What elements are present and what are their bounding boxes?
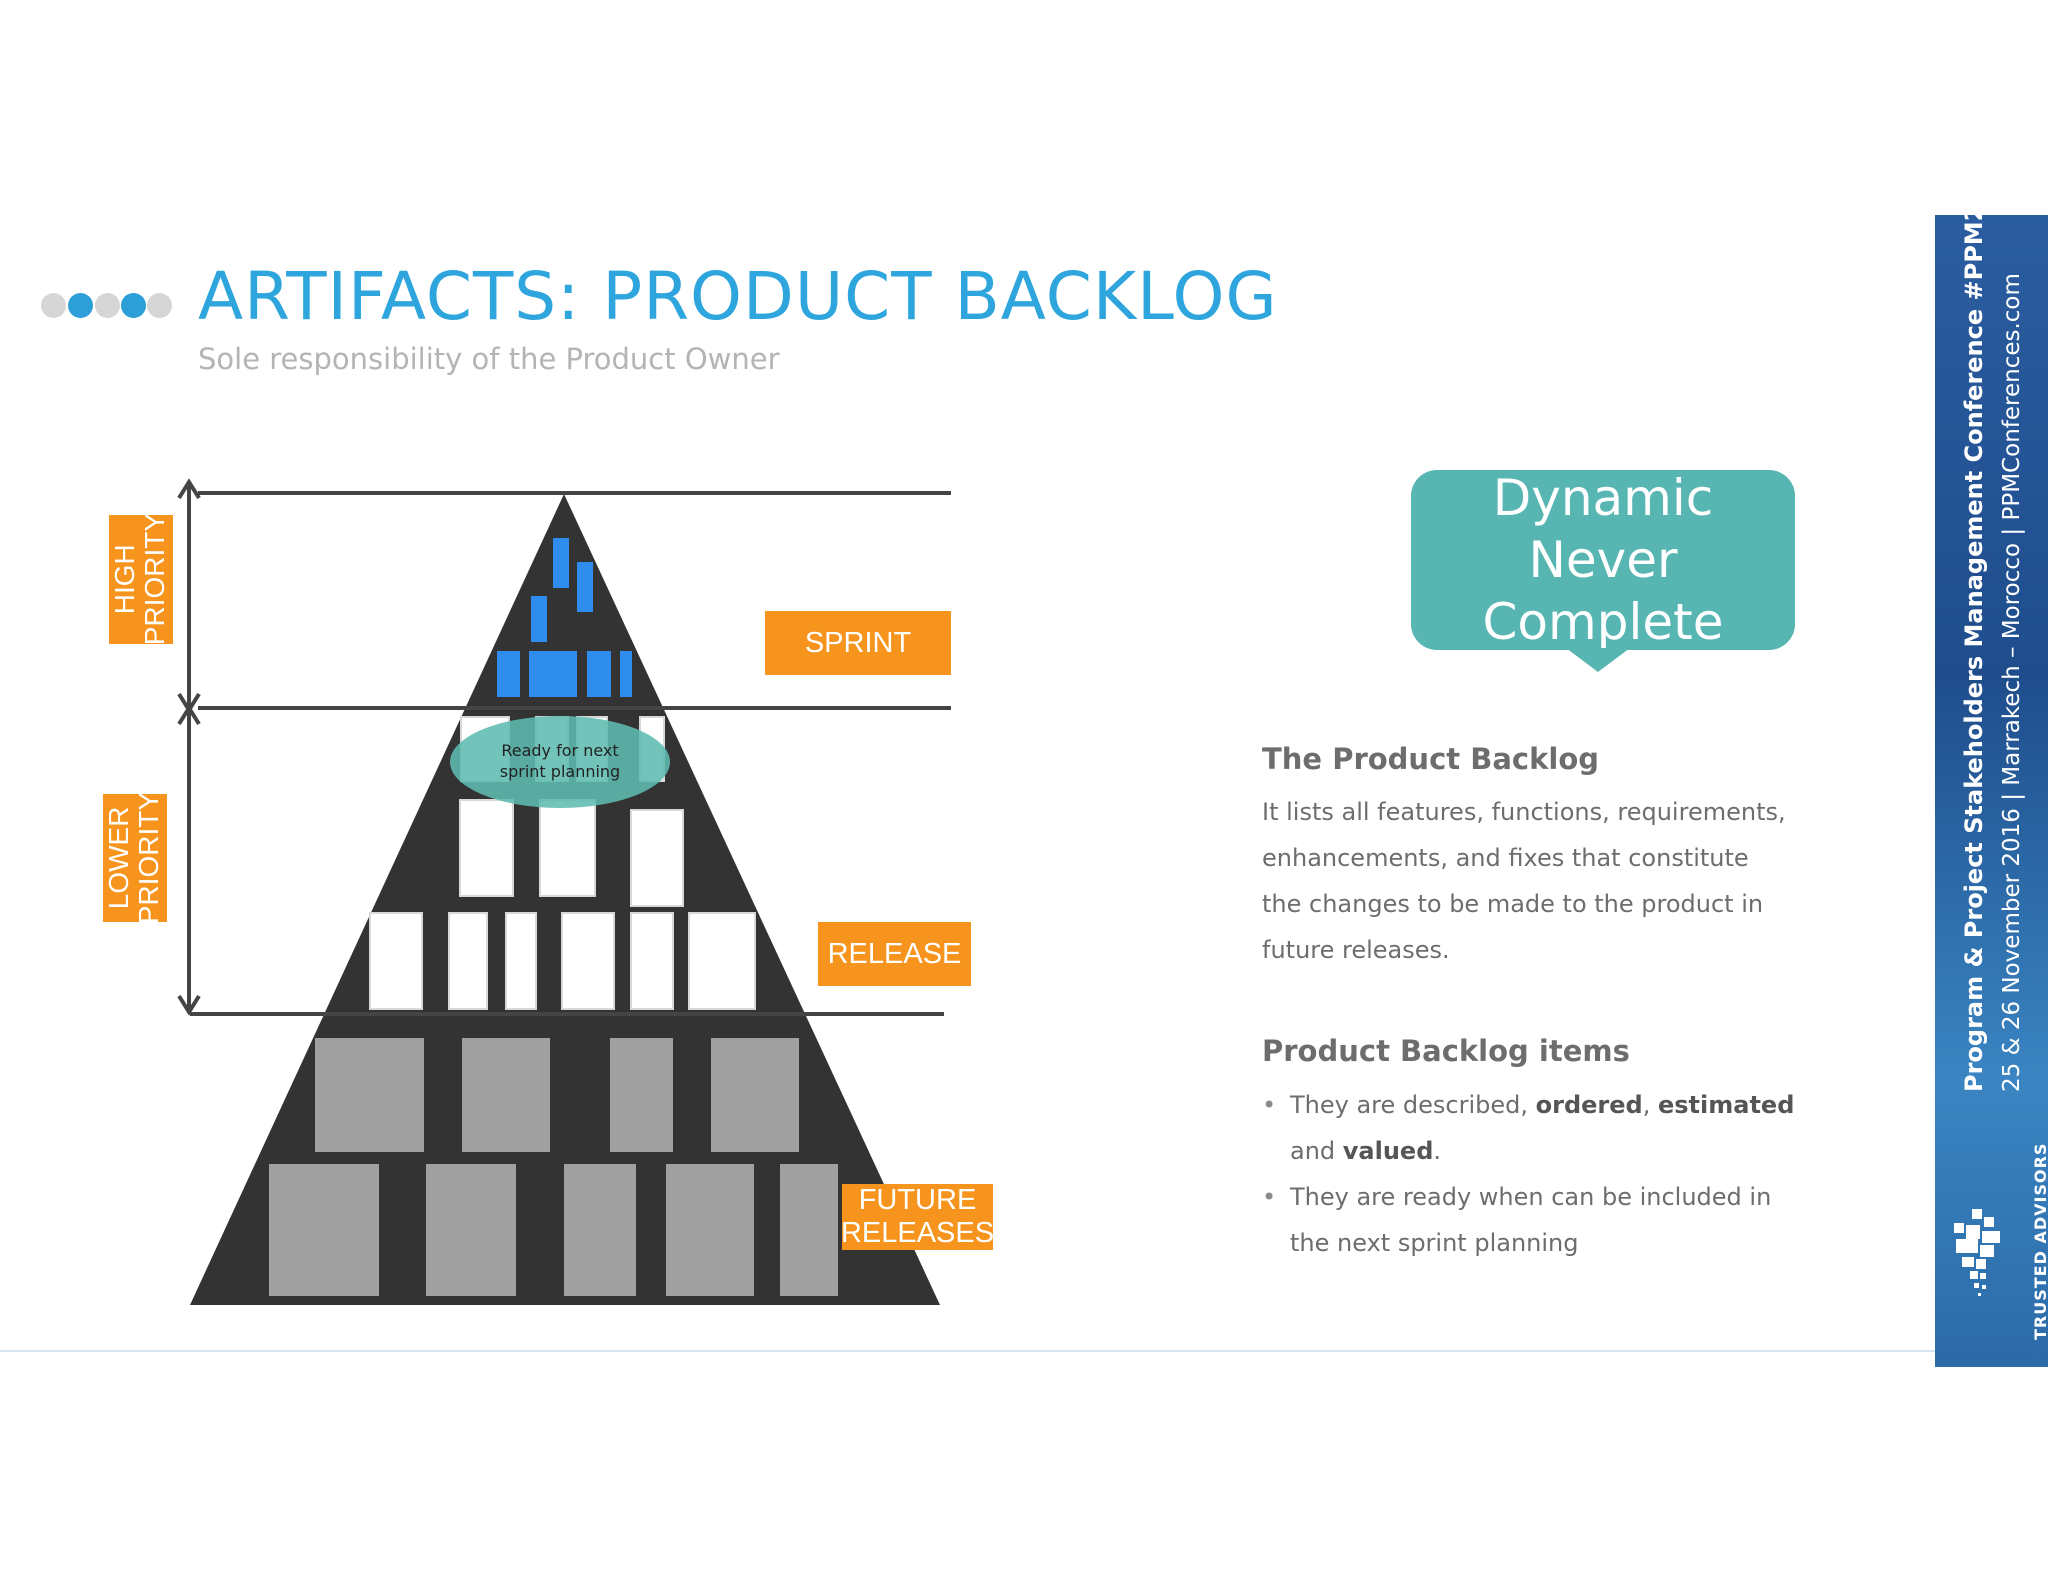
high-priority-label: HIGH PRIORITY: [109, 513, 173, 646]
slide-subtitle: Sole responsibility of the Product Owner: [198, 342, 780, 376]
bottom-divider: [0, 1350, 1935, 1352]
callout-tail: [1566, 648, 1630, 672]
release-item: [369, 912, 423, 1010]
release-item: [459, 799, 514, 897]
future-item: [610, 1038, 673, 1152]
future-item: [462, 1038, 550, 1152]
ready-label-line2: sprint planning: [499, 762, 621, 781]
dynamic-callout: Dynamic Never Complete: [1411, 469, 1795, 651]
ready-for-sprint-oval: [450, 716, 670, 808]
sprint-item: [531, 596, 547, 642]
backlog-items-heading: Product Backlog items: [1262, 1034, 1630, 1068]
release-item: [505, 912, 537, 1010]
progress-dot-3: [95, 293, 120, 318]
sprint-item: [529, 651, 577, 697]
conference-sidebar: [1935, 215, 2048, 1367]
sprint-item: [553, 538, 569, 588]
product-backlog-heading: The Product Backlog: [1262, 742, 1599, 776]
future-items: [269, 1038, 838, 1296]
future-item: [780, 1164, 838, 1296]
conference-title: Program & Project Stakeholders Managemen…: [1960, 154, 1988, 1092]
future-item: [269, 1164, 379, 1296]
list-item: They are ready when can be included in t…: [1262, 1174, 1797, 1266]
release-item: [630, 912, 674, 1010]
lower-priority-label: LOWER PRIORITY: [103, 792, 167, 924]
future-item: [711, 1038, 799, 1152]
release-item: [448, 912, 488, 1010]
lower-priority-arrow-head-bottom: [177, 994, 201, 1016]
sprint-items: [497, 538, 632, 697]
future-item: [564, 1164, 636, 1296]
future-label-line2: RELEASES: [840, 1217, 995, 1249]
future-item: [315, 1038, 424, 1152]
conference-details: 25 & 26 November 2016 | Marrakech – Moro…: [1999, 273, 2025, 1092]
callout-line2: Never Complete: [1482, 531, 1724, 651]
backlog-items-list: They are described, ordered, estimatedan…: [1262, 1082, 1797, 1266]
lower-priority-arrow-head-top: [177, 704, 201, 726]
product-backlog-body: It lists all features, functions, requir…: [1262, 798, 1786, 964]
progress-dot-2: [68, 293, 93, 318]
sprint-item: [577, 562, 593, 612]
high-priority-arrow-head-top: [177, 478, 201, 500]
future-item: [426, 1164, 516, 1296]
sprint-item: [587, 651, 611, 697]
future-item: [666, 1164, 754, 1296]
sprint-label: SPRINT: [765, 611, 951, 675]
list-item: They are described, ordered, estimatedan…: [1262, 1082, 1797, 1174]
progress-dot-5: [147, 293, 172, 318]
progress-dot-1: [41, 293, 66, 318]
release-item: [539, 799, 596, 897]
ready-label-line1: Ready for next: [501, 741, 619, 760]
trusted-advisors-logo-icon: [1954, 1209, 2000, 1296]
backlog-pyramid-diagram: [177, 478, 951, 1305]
logo-text: TRUSTED ADVISORS: [2031, 1142, 2048, 1340]
future-releases-label: FUTURE RELEASES: [840, 1184, 995, 1250]
progress-dot-4: [121, 293, 146, 318]
sprint-item: [620, 651, 632, 697]
release-item: [688, 912, 756, 1010]
sprint-item: [497, 651, 520, 697]
ready-label: Ready for next sprint planning: [460, 740, 660, 782]
future-label-line1: FUTURE: [858, 1184, 977, 1216]
slide-title: ARTIFACTS: PRODUCT BACKLOG: [198, 258, 1278, 335]
release-item: [561, 912, 615, 1010]
release-label: RELEASE: [818, 922, 971, 986]
release-item: [630, 809, 684, 907]
callout-line1: Dynamic: [1492, 469, 1714, 527]
